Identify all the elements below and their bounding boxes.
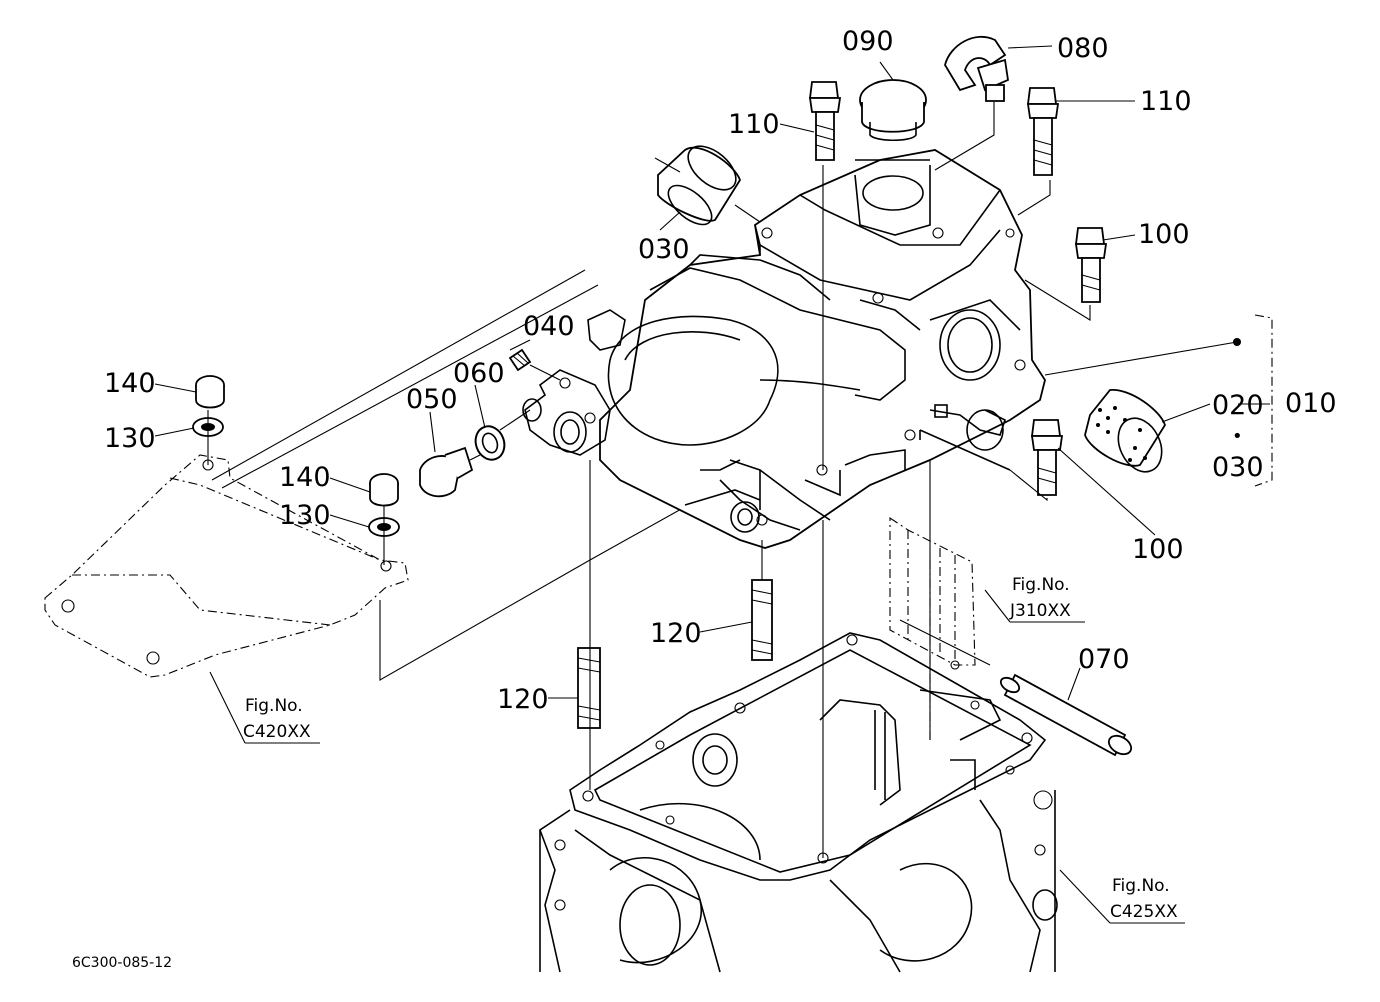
callout-010: 010 (1285, 388, 1337, 419)
callout-140-center: 140 (279, 462, 331, 493)
callout-040: 040 (523, 311, 575, 342)
drawing-number: 6C300-085-12 (72, 955, 172, 971)
figref-c425-label: Fig.No. (1112, 876, 1170, 896)
part-020-bushing-right (1084, 389, 1166, 473)
part-120-stud-right (751, 579, 773, 661)
figref-c425-code: C425XX (1110, 902, 1178, 922)
callout-separator-dot: • (1232, 426, 1243, 447)
part-100-bolt-upper (1074, 227, 1108, 303)
callout-050: 050 (406, 384, 458, 415)
callout-020: 020 (1212, 390, 1264, 421)
part-070-pin (899, 619, 1133, 757)
callout-130-center: 130 (279, 500, 331, 531)
reference-plate-outline (44, 454, 409, 678)
callout-100-upper: 100 (1138, 219, 1190, 250)
callout-080: 080 (1057, 33, 1109, 64)
callout-030-right: 030 (1212, 452, 1264, 483)
part-140-nut-center (369, 473, 399, 507)
internal-insert-outline (889, 516, 976, 740)
callout-030-upper: 030 (638, 234, 690, 265)
alignment-lines (207, 102, 1241, 858)
part-080-elbow-fitting (944, 35, 1009, 102)
part-050-plug-bolt (419, 446, 474, 498)
part-100-bolt-lower (1030, 419, 1064, 496)
figure-refs: Fig.No. J310XX Fig.No. C420XX Fig.No. C4… (243, 575, 1178, 922)
leader-lines (154, 45, 1273, 924)
part-030-bushing-upper (657, 145, 741, 226)
figref-c420-code: C420XX (243, 722, 311, 742)
callout-110-right: 110 (1140, 86, 1192, 117)
part-140-nut-left (195, 375, 225, 409)
callout-070: 070 (1078, 644, 1130, 675)
part-040-set-screw (508, 348, 532, 372)
callout-110-left: 110 (728, 109, 780, 140)
figref-j310-code: J310XX (1009, 601, 1071, 621)
part-060-o-ring (474, 425, 506, 461)
callout-100-lower: 100 (1132, 534, 1184, 565)
hydraulic-cylinder-case (522, 149, 1046, 549)
part-120-stud-left (577, 647, 601, 729)
callout-140-left: 140 (104, 368, 156, 399)
callouts: 090 080 110 110 100 100 030 040 060 050 … (104, 26, 1337, 715)
gearcase-housing (539, 632, 1058, 973)
callout-060: 060 (453, 358, 505, 389)
callout-090: 090 (842, 26, 894, 57)
callout-130-left: 130 (104, 423, 156, 454)
callout-120-right: 120 (650, 618, 702, 649)
callout-120-left: 120 (497, 684, 549, 715)
part-090-plug (859, 79, 927, 142)
figref-j310-label: Fig.No. (1012, 575, 1070, 595)
figref-c420-label: Fig.No. (245, 696, 303, 716)
part-110-bolt-right (1026, 87, 1060, 176)
part-110-bolt-left (808, 81, 842, 161)
